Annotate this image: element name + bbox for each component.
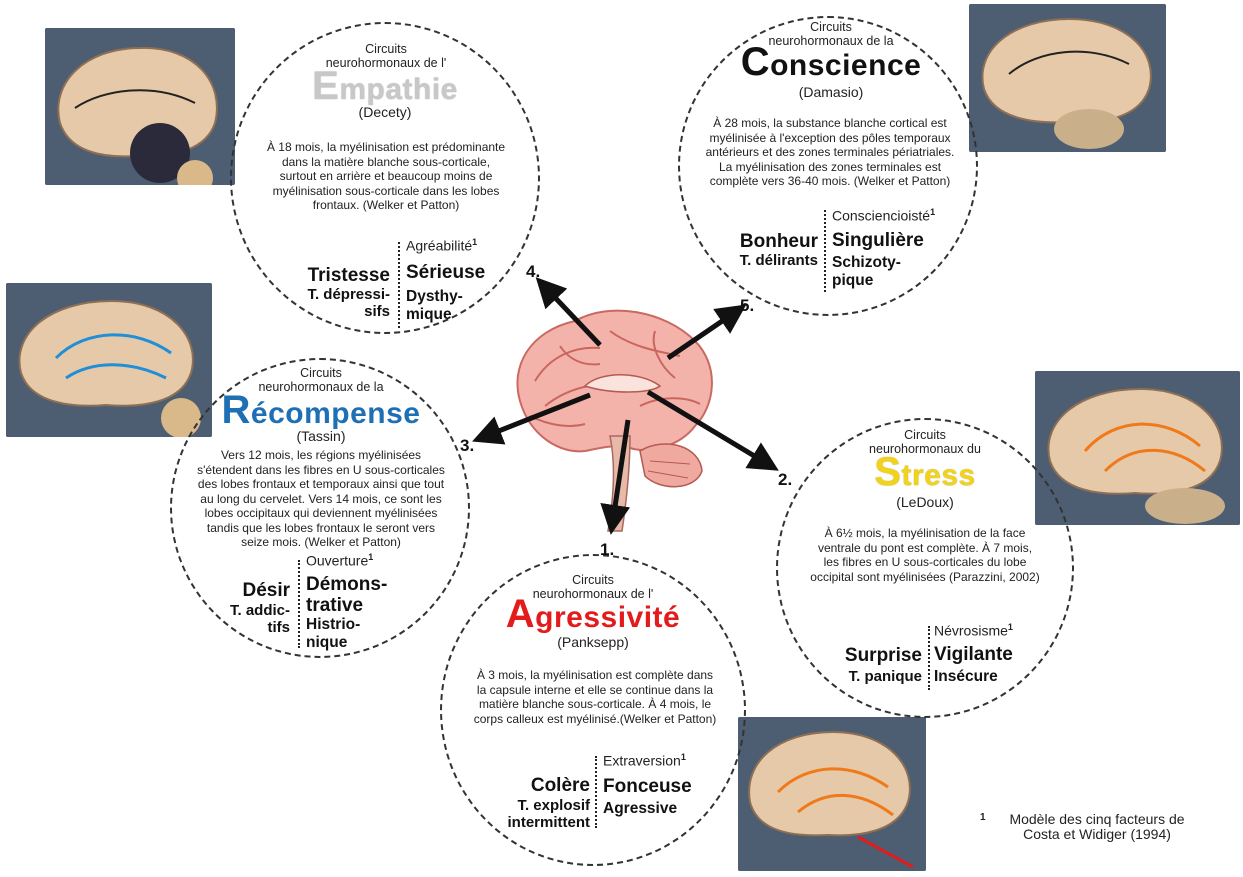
circuit-agressivite-author: (Panksepp)	[538, 634, 648, 650]
brain-circuit-thumbnail-agressivite	[738, 717, 926, 871]
circuit-conscience-emotion: Bonheur	[700, 232, 818, 252]
factor-label: Consciencioisté	[832, 208, 930, 224]
brain-circuit-thumbnail-stress	[1035, 371, 1240, 525]
circuit-conscience-trait: Singulière	[832, 230, 924, 251]
circuit-conscience-divider	[824, 210, 826, 292]
circuit-agressivite-factor: Extraversion1	[603, 752, 686, 769]
superscript-mark: 1	[472, 237, 477, 247]
circuit-stress-emotion: Surprise	[806, 646, 922, 666]
factor-label: Extraversion	[603, 753, 681, 769]
circuit-recompense-disorder: T. addic-tifs	[186, 602, 290, 636]
circuit-agressivite-divider	[595, 756, 597, 828]
brain-circuit-thumbnail-conscience	[969, 4, 1166, 152]
circuit-recompense-factor: Ouverture1	[306, 552, 373, 569]
circuit-stress-personality: Insécure	[934, 668, 998, 686]
circuit-conscience-number: 5.	[740, 296, 754, 316]
circuit-empathie-title: Empathie	[290, 70, 480, 106]
superscript-mark: 1	[1008, 622, 1013, 632]
circuit-conscience-title: Conscience	[716, 46, 946, 82]
factor-label: Névrosisme	[934, 623, 1008, 639]
circuit-stress-title: Stress	[850, 456, 1000, 492]
circuit-empathie-disorder: T. dépressi-sifs	[278, 286, 390, 320]
circuit-agressivite-body: À 3 mois, la myélinisation est complète …	[450, 668, 740, 726]
circuit-stress-rest: tress	[901, 459, 975, 492]
circuit-empathie-number: 4.	[526, 262, 540, 282]
circuit-conscience-factor: Consciencioisté1	[832, 207, 935, 224]
circuit-empathie-divider	[398, 242, 400, 328]
circuit-empathie-author: (Decety)	[330, 104, 440, 120]
circuit-empathie-personality: Dysthy-mique	[406, 288, 463, 324]
arrow-4	[546, 288, 600, 345]
circuit-empathie-initial: E	[312, 64, 339, 108]
superscript-mark: 1	[930, 207, 935, 217]
circuit-conscience-initial: C	[741, 40, 770, 84]
circuit-conscience-rest: onscience	[770, 49, 921, 82]
footnote-mark: 1	[980, 810, 986, 825]
circuit-empathie-factor: Agréabilité1	[406, 237, 477, 254]
arrow-5	[668, 313, 734, 358]
circuit-recompense-number: 3.	[460, 436, 474, 456]
circuit-empathie-trait: Sérieuse	[406, 262, 485, 283]
circuit-stress-divider	[928, 626, 930, 690]
circuit-recompense-author: (Tassin)	[266, 428, 376, 444]
circuit-stress-author: (LeDoux)	[870, 494, 980, 510]
arrow-2	[648, 392, 766, 463]
factor-label: Ouverture	[306, 553, 368, 569]
circuit-stress-number: 2.	[778, 470, 792, 490]
circuit-stress-factor: Névrosisme1	[934, 622, 1013, 639]
circuit-stress-initial: S	[874, 450, 901, 494]
superscript-mark: 1	[368, 552, 373, 562]
circuit-recompense-personality: Histrio-nique	[306, 616, 360, 652]
circuit-conscience-author: (Damasio)	[776, 84, 886, 100]
circuit-agressivite-title: Agressivité	[493, 598, 693, 634]
circuit-recompense-rest: écompense	[251, 397, 421, 430]
circuit-stress-trait: Vigilante	[934, 644, 1013, 665]
superscript-mark: 1	[681, 752, 686, 762]
circuit-agressivite-personality: Agressive	[603, 800, 677, 818]
arrow-3	[486, 395, 590, 436]
brain-circuit-thumbnail-empathie	[45, 28, 235, 185]
factor-label: Agréabilité	[406, 238, 472, 254]
circuit-empathie-emotion: Tristesse	[268, 266, 390, 286]
circuit-agressivite-trait: Fonceuse	[603, 776, 692, 797]
circuit-agressivite-emotion: Colère	[470, 776, 590, 796]
circuit-conscience-body: À 28 mois, la substance blanche cortical…	[684, 116, 976, 189]
arrow-1	[613, 420, 628, 520]
circuit-agressivite-number: 1.	[600, 540, 614, 560]
circuit-agressivite-initial: A	[506, 592, 535, 636]
circuit-agressivite-rest: gressivité	[535, 601, 680, 634]
circuit-recompense-divider	[298, 560, 300, 648]
circuit-recompense-initial: R	[222, 388, 251, 432]
circuit-stress-disorder: T. panique	[806, 668, 922, 685]
circuit-conscience-disorder: T. délirants	[700, 252, 818, 269]
brain-circuit-thumbnail-recompense	[6, 283, 212, 437]
circuit-recompense-title: Récompense	[206, 394, 436, 430]
circuit-recompense-emotion: Désir	[186, 581, 290, 601]
circuit-conscience-personality: Schizoty-pique	[832, 254, 901, 290]
circuit-recompense-trait: Démons-trative	[306, 574, 387, 616]
circuit-empathie-rest: mpathie	[339, 73, 458, 106]
circuit-empathie-body: À 18 mois, la myélinisation est prédomin…	[244, 140, 528, 213]
